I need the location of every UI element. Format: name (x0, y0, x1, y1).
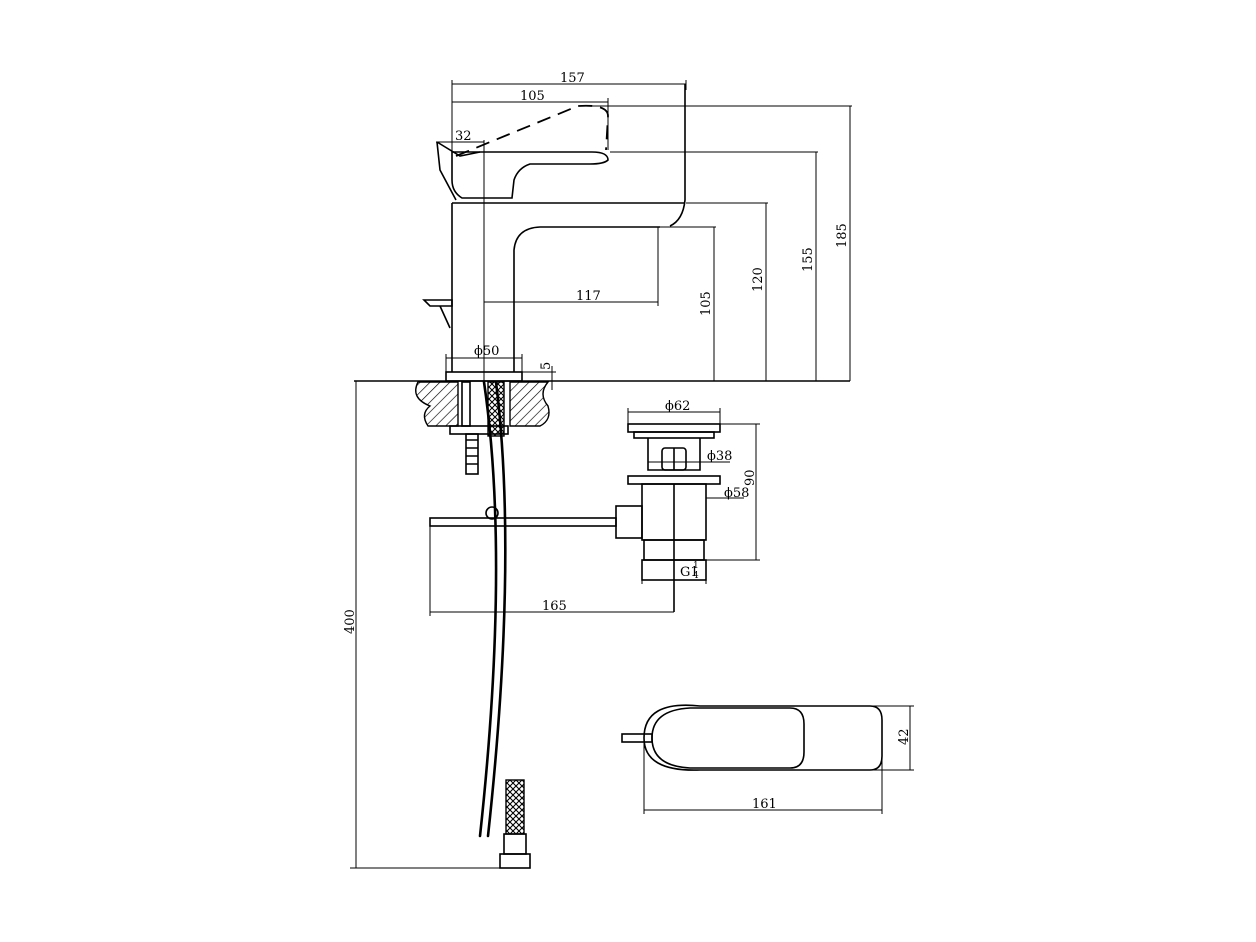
handle-lever (436, 141, 481, 201)
popup-rod-stem (439, 305, 451, 329)
top-view-popup-rod (621, 733, 653, 743)
hose-mesh-bottom (505, 779, 525, 835)
dim-161: 161 (752, 797, 777, 812)
waste-flange (627, 475, 721, 485)
popup-linkage-rod (429, 517, 617, 527)
mounting-stud (461, 381, 471, 427)
dim-phi50: ϕ50 (474, 344, 499, 359)
linkage-nut (615, 505, 643, 539)
dim-400: 400 (343, 609, 358, 634)
dim-42: 42 (897, 728, 912, 745)
dim-g1: G1 (680, 565, 699, 580)
dim-phi62: ϕ62 (665, 399, 690, 414)
flexible-hose-left (478, 380, 498, 838)
countertop-section (415, 380, 550, 869)
spout-tip (669, 84, 686, 227)
threaded-rod-marks (466, 439, 478, 465)
dim-90: 90 (743, 469, 758, 486)
dim-g1-den: 4 (693, 571, 699, 581)
hose-end-nut (499, 853, 531, 869)
dim-g1-num: 1 (693, 561, 699, 571)
hose-end-fitting (503, 833, 527, 855)
mounting-nut (449, 425, 509, 435)
dim-165: 165 (542, 599, 567, 614)
counter-right-hatch (509, 381, 550, 427)
dim-185: 185 (835, 223, 850, 248)
dim-105-top: 105 (520, 89, 545, 104)
handle-raised-outline (455, 104, 609, 157)
popup-waste (429, 423, 721, 612)
waste-cap (627, 423, 721, 433)
dim-117: 117 (576, 289, 601, 304)
flexible-hose-right (486, 380, 507, 838)
spout-bottom (513, 226, 660, 372)
handle-outline (451, 151, 609, 199)
dim-phi38: ϕ38 (707, 449, 732, 464)
threaded-rod (465, 433, 479, 475)
dim-155: 155 (801, 247, 816, 272)
top-view-body (643, 704, 883, 771)
dim-105-side: 105 (699, 291, 714, 316)
dim-5: 5 (539, 362, 554, 370)
waste-cap-ring (633, 431, 715, 439)
dimension-lines (350, 80, 914, 869)
dim-32: 32 (455, 129, 472, 144)
top-view-handle (651, 707, 805, 769)
popup-rod (422, 299, 453, 307)
faucet-top-view (621, 704, 883, 771)
dimension-labels: 157 105 32 185 155 120 105 117 ϕ50 5 ϕ62… (343, 71, 912, 812)
faucet-side-view (354, 84, 850, 382)
linkage-clip (485, 506, 499, 520)
dim-phi58: ϕ58 (724, 486, 749, 501)
counter-left-hatch (415, 381, 459, 427)
dim-120: 120 (751, 267, 766, 292)
dim-157: 157 (560, 71, 585, 86)
